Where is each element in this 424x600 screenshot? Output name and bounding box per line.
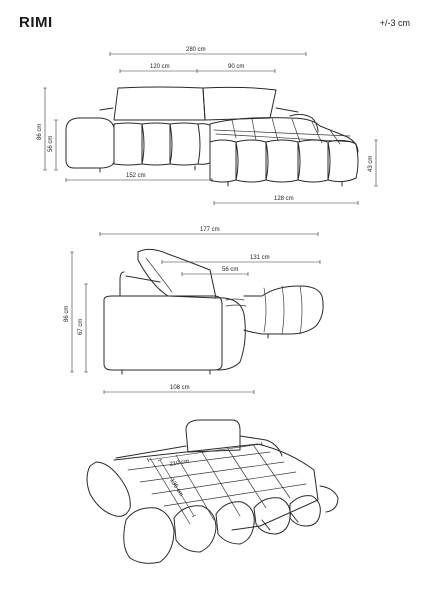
dim-136: 136 cm (168, 478, 184, 498)
bed-dimensions: 210 cm 136 cm (146, 441, 264, 518)
dim-108: 108 cm (170, 385, 190, 391)
dim-152: 152 cm (126, 173, 146, 179)
dim-210: 210 cm (169, 459, 189, 468)
dim-177: 177 cm (200, 227, 220, 233)
dim-86-front: 86 cm (37, 124, 43, 140)
front-view-sofa (65, 86, 359, 187)
dim-120: 120 cm (150, 64, 170, 70)
dim-86-side: 86 cm (64, 306, 70, 322)
dim-67: 67 cm (78, 319, 84, 335)
side-view-sofa (103, 248, 324, 375)
front-dimensions: 280 cm 120 cm 90 cm 86 cm 56 cm 43 cm 15… (37, 47, 378, 205)
product-title: RIMI (19, 14, 53, 31)
side-dimensions: 177 cm 131 cm 56 cm 86 cm 67 cm 108 cm (64, 227, 321, 394)
bed-view-sofa (86, 419, 339, 564)
dim-56-front: 56 cm (48, 136, 54, 152)
dim-131: 131 cm (250, 255, 270, 261)
tolerance-note: +/-3 cm (379, 18, 410, 28)
dim-90: 90 cm (228, 64, 244, 70)
dim-43: 43 cm (368, 156, 374, 172)
dim-128: 128 cm (274, 196, 294, 202)
dim-56-side: 56 cm (222, 267, 238, 273)
dim-280: 280 cm (186, 47, 206, 53)
